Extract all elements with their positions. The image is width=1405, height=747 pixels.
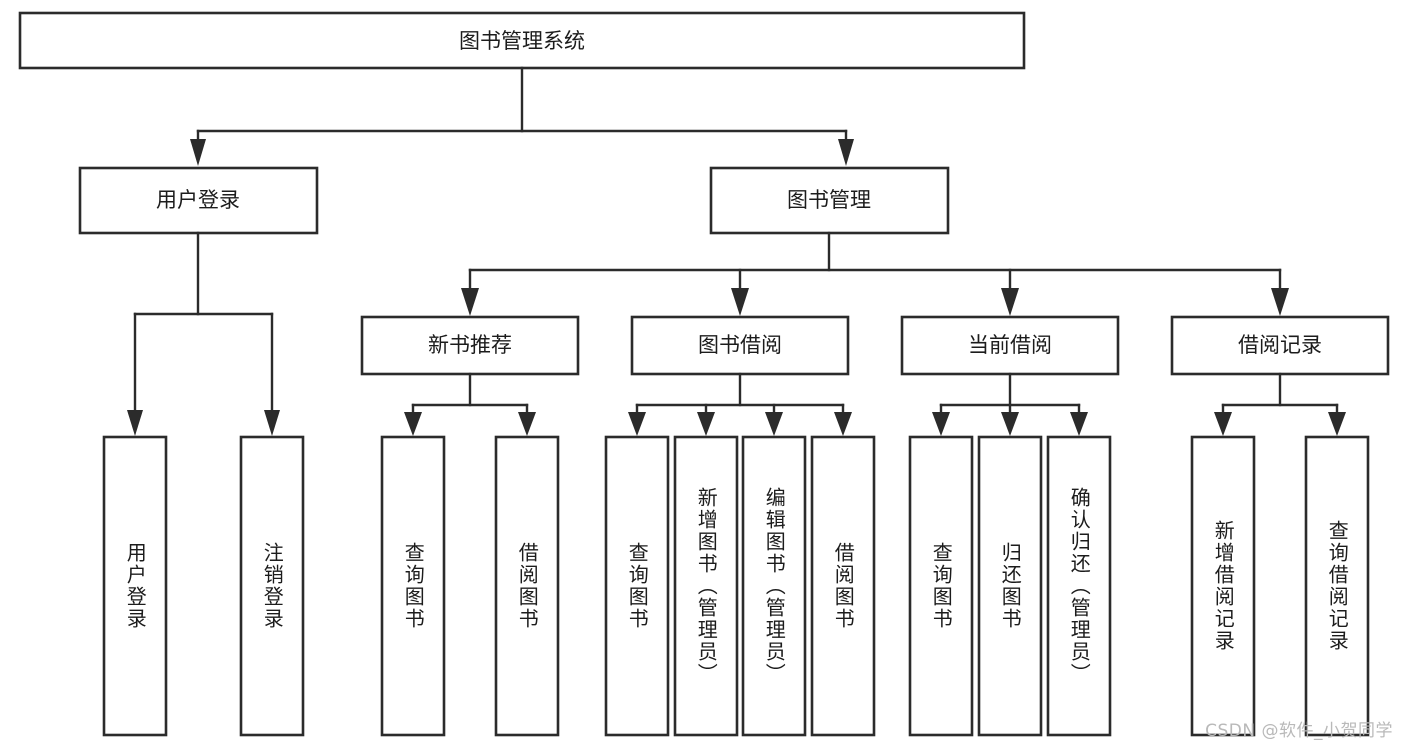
arrow-head-icon <box>765 412 783 436</box>
node-book-manage-label: 图书管理 <box>787 188 871 212</box>
node-new-book-recommend-box <box>360 315 580 376</box>
connector-new-book-recommend-to-leaves <box>404 372 536 436</box>
leaf-edit-book-label: 编辑图书（管理员） <box>762 487 787 685</box>
leaf-edit-book-box[interactable] <box>741 435 807 737</box>
leaf-query-book-1-box[interactable] <box>380 435 446 737</box>
node-root-label: 图书管理系统 <box>459 29 585 53</box>
arrow-head-icon <box>190 139 206 166</box>
arrow-head-icon <box>731 288 749 316</box>
node-borrow-record[interactable]: 借阅记录 <box>1170 315 1390 376</box>
leaf-borrow-book-1-label: 借阅图书 <box>515 542 540 630</box>
arrow-head-icon <box>838 139 854 166</box>
leaf-user-login-box[interactable] <box>102 435 168 737</box>
leaf-query-book-2-box[interactable] <box>604 435 670 737</box>
arrow-head-icon <box>461 288 479 316</box>
node-root[interactable]: 图书管理系统 <box>18 11 1026 70</box>
connector-current-borrow-to-leaves <box>932 372 1088 436</box>
arrow-head-icon <box>264 410 280 436</box>
node-current-borrow-box <box>900 315 1120 376</box>
node-user-login[interactable]: 用户登录 <box>78 166 319 235</box>
leaf-borrow-book-1-box[interactable] <box>494 435 560 737</box>
node-book-manage[interactable]: 图书管理 <box>709 166 950 235</box>
leaf-add-book-box[interactable] <box>673 435 739 737</box>
connector-root-to-level2 <box>190 66 854 166</box>
arrow-head-icon <box>1001 412 1019 436</box>
leaf-add-record-label: 新增借阅记录 <box>1211 520 1236 652</box>
leaf-confirm-return-box[interactable] <box>1046 435 1112 737</box>
connector-borrow-record-to-leaves <box>1214 372 1346 436</box>
leaf-return-book-box[interactable] <box>977 435 1043 737</box>
node-book-borrow-box <box>630 315 850 376</box>
node-book-borrow-label: 图书借阅 <box>698 333 782 357</box>
arrow-head-icon <box>127 410 143 436</box>
leaf-user-login-label: 用户登录 <box>123 542 148 630</box>
arrow-head-icon <box>1214 412 1232 436</box>
leaf-query-book-1-label: 查询图书 <box>401 542 426 630</box>
node-new-book-recommend-label: 新书推荐 <box>428 333 512 357</box>
leaf-query-book-3-label: 查询图书 <box>929 542 954 630</box>
arrow-head-icon <box>518 412 536 436</box>
leaf-borrow-book-2-label: 借阅图书 <box>831 542 856 630</box>
leaf-boxes <box>102 435 1370 737</box>
leaf-query-book-2-label: 查询图书 <box>625 542 650 630</box>
arrow-head-icon <box>1271 288 1289 316</box>
leaf-query-book-3-box[interactable] <box>908 435 974 737</box>
node-new-book-recommend[interactable]: 新书推荐 <box>360 315 580 376</box>
node-current-borrow[interactable]: 当前借阅 <box>900 315 1120 376</box>
arrow-head-icon <box>628 412 646 436</box>
arrow-head-icon <box>1001 288 1019 316</box>
leaf-confirm-return-label: 确认归还（管理员） <box>1067 487 1092 685</box>
node-user-login-label: 用户登录 <box>156 188 240 212</box>
node-current-borrow-label: 当前借阅 <box>968 333 1052 357</box>
arrow-head-icon <box>404 412 422 436</box>
leaf-add-record-box[interactable] <box>1190 435 1256 737</box>
node-root-box <box>18 11 1026 70</box>
leaf-query-record-label: 查询借阅记录 <box>1325 520 1350 652</box>
node-book-borrow[interactable]: 图书借阅 <box>630 315 850 376</box>
connector-user-login-to-leaves <box>127 231 280 436</box>
leaf-borrow-book-2-box[interactable] <box>810 435 876 737</box>
connector-book-borrow-to-leaves <box>628 372 852 436</box>
arrow-head-icon <box>932 412 950 436</box>
arrow-head-icon <box>697 412 715 436</box>
leaf-return-book-label: 归还图书 <box>998 542 1023 630</box>
arrow-head-icon <box>834 412 852 436</box>
watermark-text: CSDN @软件_小贺同学 <box>1205 721 1393 741</box>
arrow-head-icon <box>1328 412 1346 436</box>
leaf-add-book-label: 新增图书（管理员） <box>694 487 719 685</box>
leaf-query-record-box[interactable] <box>1304 435 1370 737</box>
leaf-user-logout-label: 注销登录 <box>260 542 285 630</box>
connector-book-manage-to-level3 <box>461 231 1289 316</box>
node-borrow-record-label: 借阅记录 <box>1238 333 1322 357</box>
arrow-head-icon <box>1070 412 1088 436</box>
leaf-user-logout-box[interactable] <box>239 435 305 737</box>
